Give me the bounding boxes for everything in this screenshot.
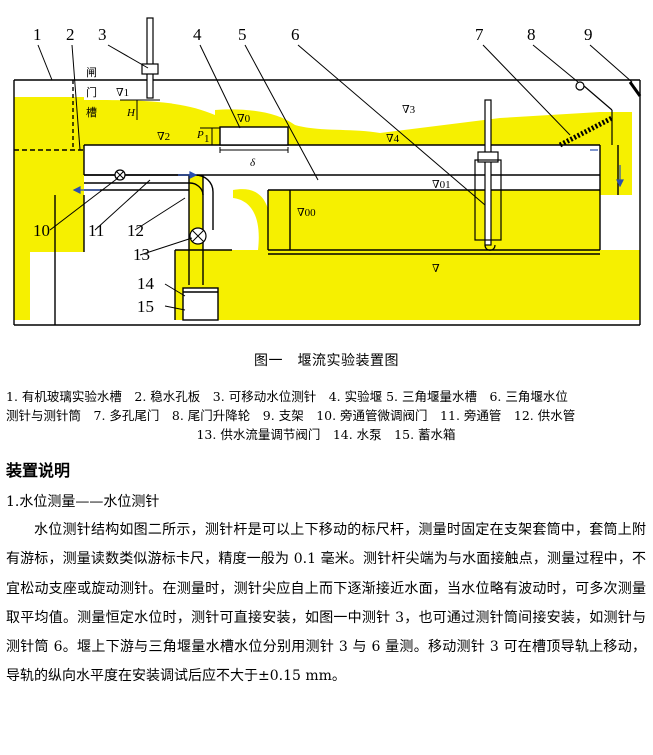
- legend-line-3: 13. 供水流量调节阀门 14. 水泵 15. 蓄水箱: [196, 427, 456, 442]
- svg-text:1: 1: [204, 133, 210, 145]
- svg-text:H: H: [126, 107, 136, 119]
- callout-leaders: [37, 44, 633, 311]
- water-level-symbols: ∇1 H ∇2 P 1 ∇0 δ ∇3 ∇4 ∇01 ∇00 ∇: [116, 87, 451, 275]
- svg-text:∇4: ∇4: [386, 133, 400, 145]
- svg-text:∇: ∇: [432, 263, 440, 275]
- svg-text:∇01: ∇01: [432, 179, 451, 191]
- water-regions: [14, 97, 640, 320]
- svg-text:12: 12: [127, 221, 144, 240]
- legend-line-1: 1. 有机玻璃实验水槽 2. 稳水孔板 3. 可移动水位测针 4. 实验堰 5.…: [6, 389, 568, 404]
- gauge-6: [474, 99, 502, 251]
- svg-text:9: 9: [584, 25, 593, 44]
- figure-caption: 图一 堰流实验装置图: [254, 353, 399, 369]
- svg-text:14: 14: [137, 274, 155, 293]
- svg-text:4: 4: [193, 25, 202, 44]
- svg-text:8: 8: [527, 25, 536, 44]
- svg-text:槽: 槽: [86, 106, 97, 119]
- subsection-heading: 1.水位测量——水位测针: [6, 494, 160, 510]
- body-paragraph: 水位测针结构如图二所示，测针杆是可以上下移动的标尺杆，测量时固定在支架套筒中，套…: [6, 522, 646, 685]
- svg-text:3: 3: [98, 25, 107, 44]
- svg-text:13: 13: [133, 245, 150, 264]
- tail-gate: [558, 81, 642, 148]
- legend-line-2: 测针与测针筒 7. 多孔尾门 8. 尾门升降轮 9. 支架 10. 旁通管微调阀…: [6, 408, 576, 423]
- svg-text:δ: δ: [250, 157, 256, 169]
- flow-arrows: [72, 149, 624, 194]
- gate-slot-label: 闸 门 槽: [86, 66, 97, 119]
- svg-text:11: 11: [88, 221, 104, 240]
- svg-text:∇00: ∇00: [297, 207, 316, 219]
- svg-text:∇2: ∇2: [157, 131, 170, 143]
- svg-text:1: 1: [33, 25, 42, 44]
- svg-text:7: 7: [475, 25, 484, 44]
- dimensions: [120, 99, 289, 153]
- tank-outlines: [13, 79, 641, 326]
- svg-text:∇3: ∇3: [402, 104, 416, 116]
- svg-text:15: 15: [137, 297, 154, 316]
- section-heading: 装置说明: [6, 461, 71, 480]
- gauge-3: [141, 17, 159, 99]
- svg-text:5: 5: [238, 25, 247, 44]
- valve-10[interactable]: [114, 169, 126, 181]
- svg-text:10: 10: [33, 221, 50, 240]
- valve-13[interactable]: [189, 227, 207, 245]
- callout-labels: 1 2 3 4 5 6 7 8 9 10 11 12 13 14 15: [33, 25, 593, 316]
- svg-text:门: 门: [86, 85, 97, 99]
- svg-text:6: 6: [291, 25, 300, 44]
- svg-text:P: P: [196, 129, 204, 141]
- weir-apparatus-diagram: 1 2 3 4 5 6 7 8 9 10 11 12 13 14 15 闸 门 …: [13, 17, 642, 326]
- svg-text:2: 2: [66, 25, 75, 44]
- svg-text:闸: 闸: [86, 66, 97, 79]
- svg-text:∇1: ∇1: [116, 87, 129, 99]
- svg-text:∇0: ∇0: [237, 113, 251, 125]
